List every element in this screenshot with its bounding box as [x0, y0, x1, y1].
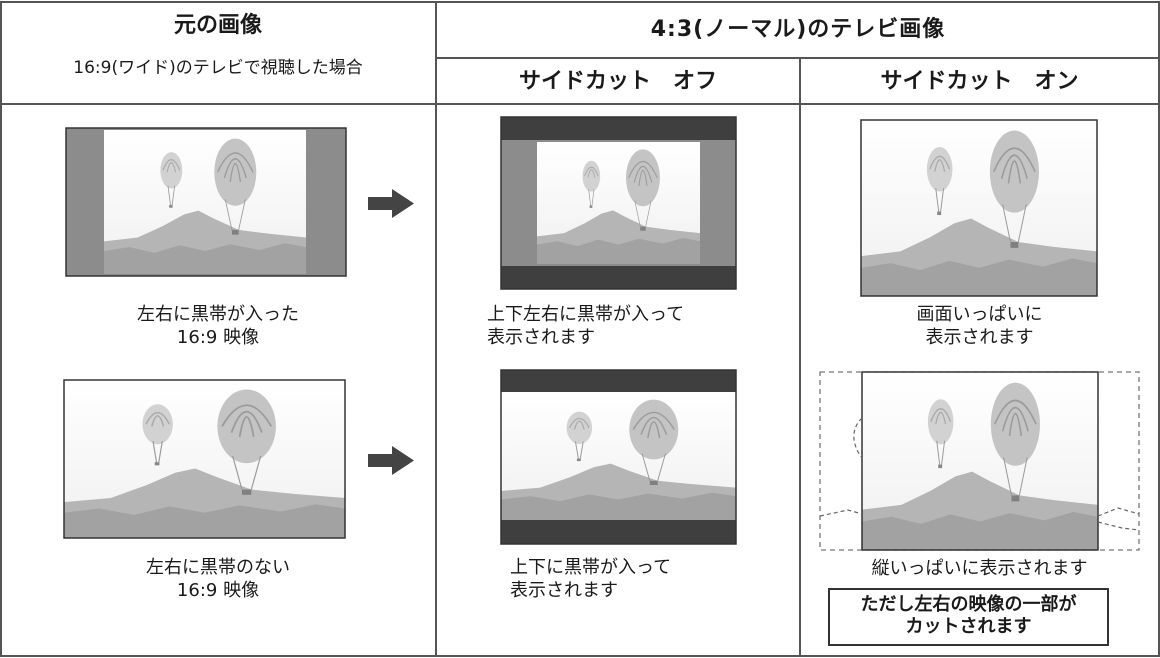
note-box	[828, 588, 1109, 646]
original-column-subtitle: 16:9(ワイド)のテレビで視聴した場合	[73, 58, 363, 78]
side-cut-off-header: サイドカット オフ	[518, 69, 717, 94]
sidecut-off-letterbox-image	[500, 369, 737, 545]
original-widescreen-image	[63, 379, 346, 539]
sidecut-off-windowbox-image	[500, 116, 737, 290]
original-row2-caption: 左右に黒帯のない 16:9 映像	[146, 557, 290, 601]
sidecut-on-cropped-image	[819, 371, 1140, 551]
arrow-icon	[368, 446, 414, 475]
original-pillarbox-image	[65, 127, 347, 277]
original-column-title: 元の画像	[173, 13, 262, 38]
sidecut-off-row2-caption: 上下に黒帯が入って 表示されます	[510, 557, 672, 601]
side-cut-on-header: サイドカット オン	[880, 69, 1079, 94]
sidecut-on-full-image	[860, 119, 1098, 297]
sidecut-on-row1-caption: 画面いっぱいに 表示されます	[916, 304, 1043, 348]
original-row1-caption: 左右に黒帯が入った 16:9 映像	[137, 304, 299, 348]
tv-column-title: 4:3(ノーマル)のテレビ画像	[650, 17, 946, 42]
crop-warning-note: ただし左右の映像の一部が カットされます	[860, 594, 1077, 637]
sidecut-off-row1-caption: 上下左右に黒帯が入って 表示されます	[487, 304, 685, 348]
sidecut-on-row2-caption: 縦いっぱいに表示されます	[871, 558, 1088, 579]
arrow-icon	[368, 189, 414, 218]
